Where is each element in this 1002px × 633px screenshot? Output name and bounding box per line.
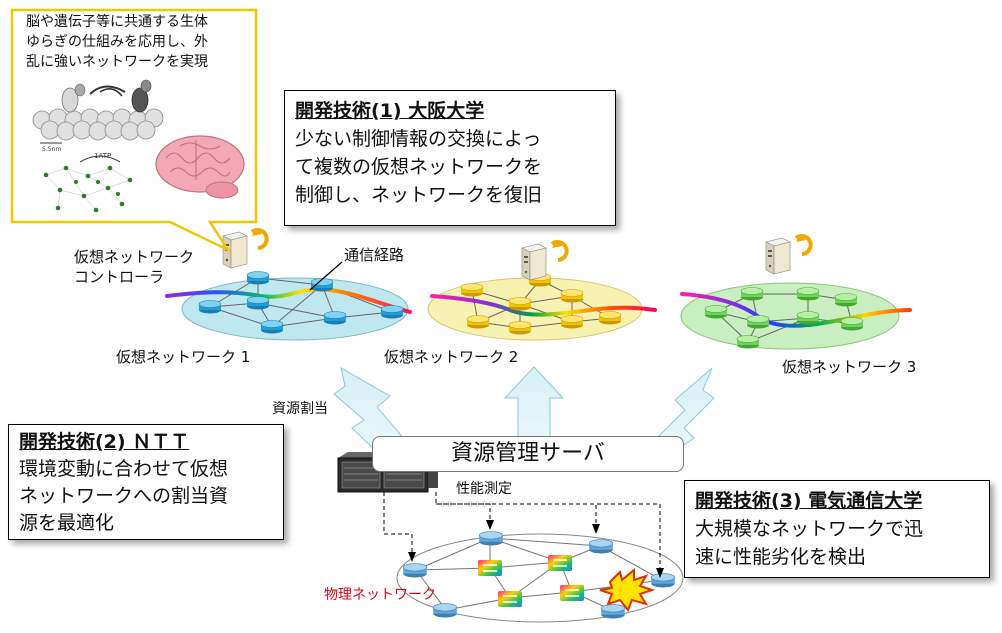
physical-switch [498,591,522,607]
dev-tech-2-box: 開発技術(2) ＮＴＴ 環境変動に合わせて仮想 ネットワークへの割当資 源を最適… [8,424,284,540]
measurement-arrowheads [408,520,664,578]
dev-tech-2-line: ネットワークへの割当資 [19,485,229,507]
perf-measure-label: 性能測定 [456,481,512,497]
controller-server-1 [222,228,269,269]
yellow-callout-text: 脳や遺伝子等に共通する生体 ゆらぎの仕組みを応用し、外 乱に強いネットワークを実… [26,12,208,72]
dev-tech-1-line: 少ない制御情報の交換によっ [295,128,542,150]
controller-label-line: 仮想ネットワーク [74,248,195,266]
physical-network [396,531,684,623]
vnet-1-label: 仮想ネットワーク 1 [116,348,251,366]
dev-tech-2-line: 環境変動に合わせて仮想 [19,458,229,480]
virtual-network-2 [427,273,657,341]
physical-switch [478,560,502,576]
resource-alloc-label: 資源割当 [272,401,328,417]
vnet-3-label: 仮想ネットワーク 3 [782,358,917,376]
brain-icon [155,135,245,199]
scale-label: 5.5nm [42,146,61,153]
dev-tech-3-box: 開発技術(3) 電気通信大学 大規模なネットワークで迅 速に性能劣化を検出 [684,480,990,578]
dev-tech-1-line: て複数の仮想ネットワークを [295,156,543,178]
controller-label: 仮想ネットワーク コントローラ [74,247,194,287]
resource-server-label-box: 資源管理サーバ [372,436,684,472]
virtual-network-1 [165,271,412,341]
allocation-arrow-left [333,367,406,456]
dev-tech-2-line: 源を最適化 [19,512,115,534]
callout-line: ゆらぎの仕組みを応用し、外 [26,34,208,50]
failure-burst-icon [599,567,656,612]
comm-path-pointer [309,261,343,291]
controller-server-3 [765,234,813,275]
virtual-network-3 [680,282,912,350]
vnet-2-label: 仮想ネットワーク 2 [384,348,519,366]
controller-server-2 [521,240,569,281]
allocation-arrow-center [503,366,565,439]
dev-tech-3-heading: 開発技術(3) 電気通信大学 [695,490,923,512]
physical-network-label: 物理ネットワーク [324,587,436,603]
physical-switch [548,555,572,571]
dev-tech-1-heading: 開発技術(1) 大阪大学 [295,100,485,122]
callout-line: 脳や遺伝子等に共通する生体 [26,14,208,30]
controller-label-line: コントローラ [74,268,165,286]
dev-tech-3-line: 速に性能劣化を検出 [695,546,867,568]
measurement-lines [383,492,661,574]
resource-server-label: 資源管理サーバ [451,441,605,466]
comm-path-label: 通信経路 [344,246,405,264]
dev-tech-2-heading: 開発技術(2) ＮＴＴ [19,431,190,453]
physical-switch [560,585,584,601]
callout-line: 乱に強いネットワークを実現 [26,54,208,70]
dev-tech-3-line: 大規模なネットワークで迅 [695,518,924,540]
dev-tech-1-line: 制御し、ネットワークを復旧 [295,184,543,206]
bio-illustration: 5.5nm 1ATP [32,79,245,213]
dev-tech-1-box: 開発技術(1) 大阪大学 少ない制御情報の交換によっ て複数の仮想ネットワークを… [284,90,616,226]
